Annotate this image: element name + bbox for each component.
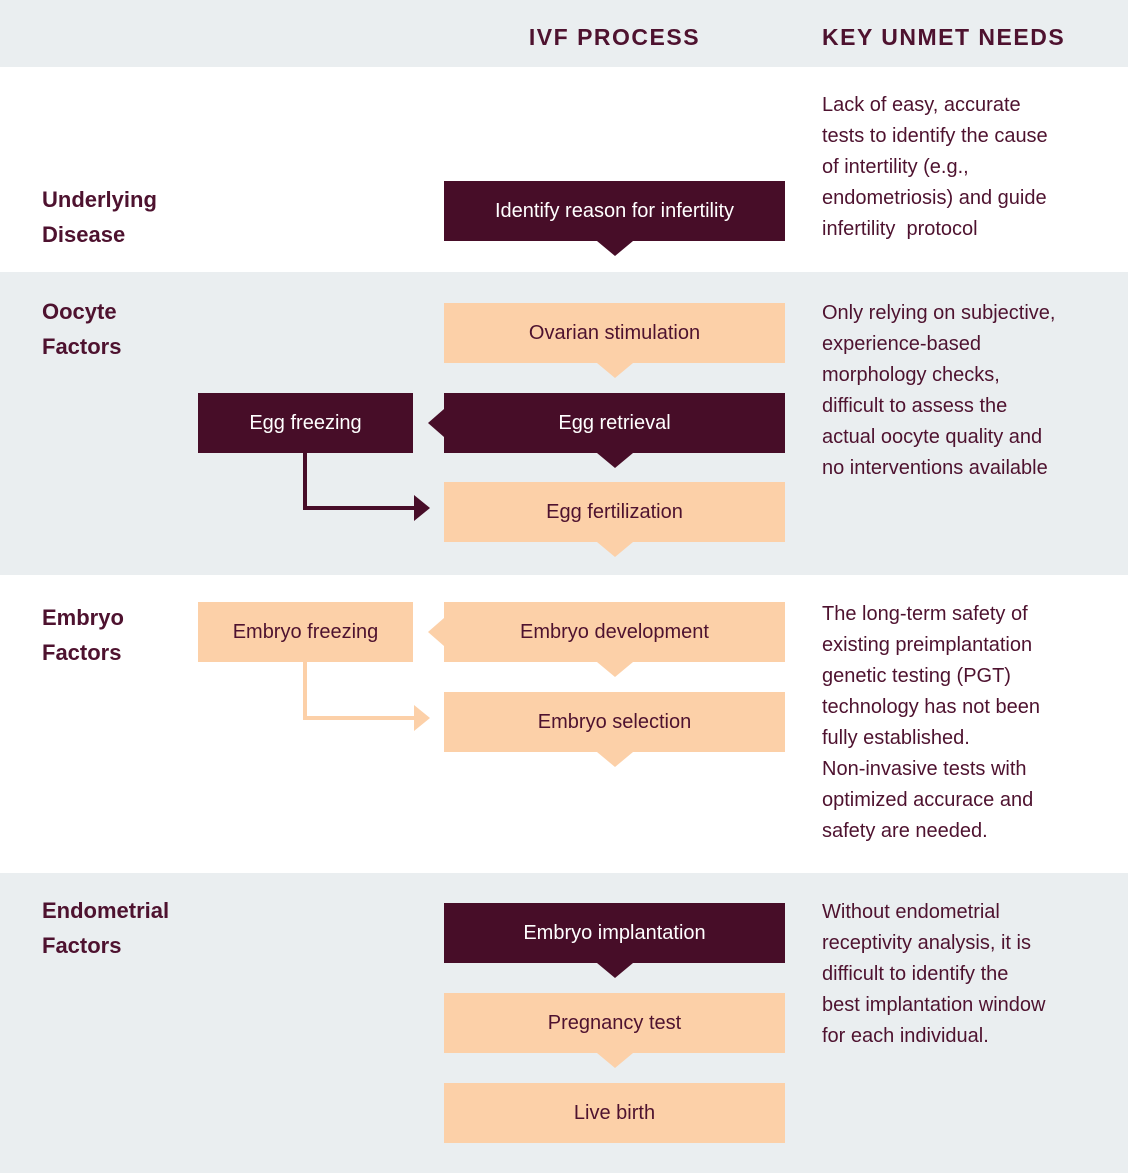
embryo-freezing-label: Embryo freezing (232, 620, 379, 643)
note-underlying-disease: Lack of easy, accurate tests to identify… (822, 94, 1048, 240)
ovarian-stimulation-label: Ovarian stimulation (528, 321, 701, 344)
connector-line (303, 662, 307, 720)
arrow-down-icon (596, 963, 633, 978)
note-oocyte-factors: Only relying on subjective, experience-b… (822, 302, 1056, 479)
embryo-implantation-box: Embryo implantation (444, 903, 785, 978)
egg-fertilization-box: Egg fertilization (444, 482, 785, 557)
arrow-left-icon (428, 618, 444, 646)
pregnancy-test-label: Pregnancy test (547, 1011, 682, 1034)
connector-line (303, 453, 307, 510)
live-birth-label: Live birth (573, 1101, 656, 1124)
embryo-development-box: Embryo development (428, 602, 785, 677)
egg-retrieval-box: Egg retrieval (428, 393, 785, 468)
section-label-embryo-factors: Embryo Factors (42, 605, 124, 665)
section-label-underlying-disease: Underlying Disease (42, 187, 157, 247)
embryo-selection-box: Embryo selection (444, 692, 785, 767)
arrow-down-icon (596, 542, 633, 557)
arrow-down-icon (596, 662, 633, 677)
arrow-right-icon (414, 705, 430, 731)
key-unmet-needs-title: KEY UNMET NEEDS (822, 24, 1066, 50)
egg-fertilization-label: Egg fertilization (546, 500, 683, 523)
note-embryo-factors: The long-term safety of existing preimpl… (822, 603, 1040, 842)
section-label-oocyte-factors: Oocyte Factors (42, 299, 122, 359)
pregnancy-test-box: Pregnancy test (444, 993, 785, 1068)
egg-freezing-box: Egg freezing (198, 393, 413, 453)
live-birth-box: Live birth (444, 1083, 785, 1143)
section-label-endometrial-factors: Endometrial Factors (42, 898, 170, 958)
identify-reason-box: Identify reason for infertility (444, 181, 785, 256)
egg-retrieval-label: Egg retrieval (558, 411, 671, 434)
arrow-down-icon (596, 752, 633, 767)
ovarian-stimulation-box: Ovarian stimulation (444, 303, 785, 378)
embryo-development-label: Embryo development (520, 620, 709, 643)
connector-line (303, 716, 415, 720)
arrow-down-icon (596, 363, 633, 378)
embryo-implantation-label: Embryo implantation (523, 921, 706, 944)
arrow-down-icon (596, 453, 633, 468)
connector-line (303, 506, 415, 510)
identify-reason-label: Identify reason for infertility (495, 199, 734, 222)
ivf-process-title: IVF PROCESS (528, 24, 701, 50)
embryo-freezing-box: Embryo freezing (198, 602, 413, 662)
arrow-down-icon (596, 1053, 633, 1068)
arrow-left-icon (428, 409, 444, 437)
arrow-down-icon (596, 241, 633, 256)
arrow-right-icon (414, 495, 430, 521)
note-endometrial-factors: Without endometrial receptivity analysis… (822, 901, 1046, 1047)
header-band (0, 0, 1128, 67)
embryo-selection-label: Embryo selection (537, 710, 692, 733)
egg-freezing-label: Egg freezing (249, 411, 362, 434)
